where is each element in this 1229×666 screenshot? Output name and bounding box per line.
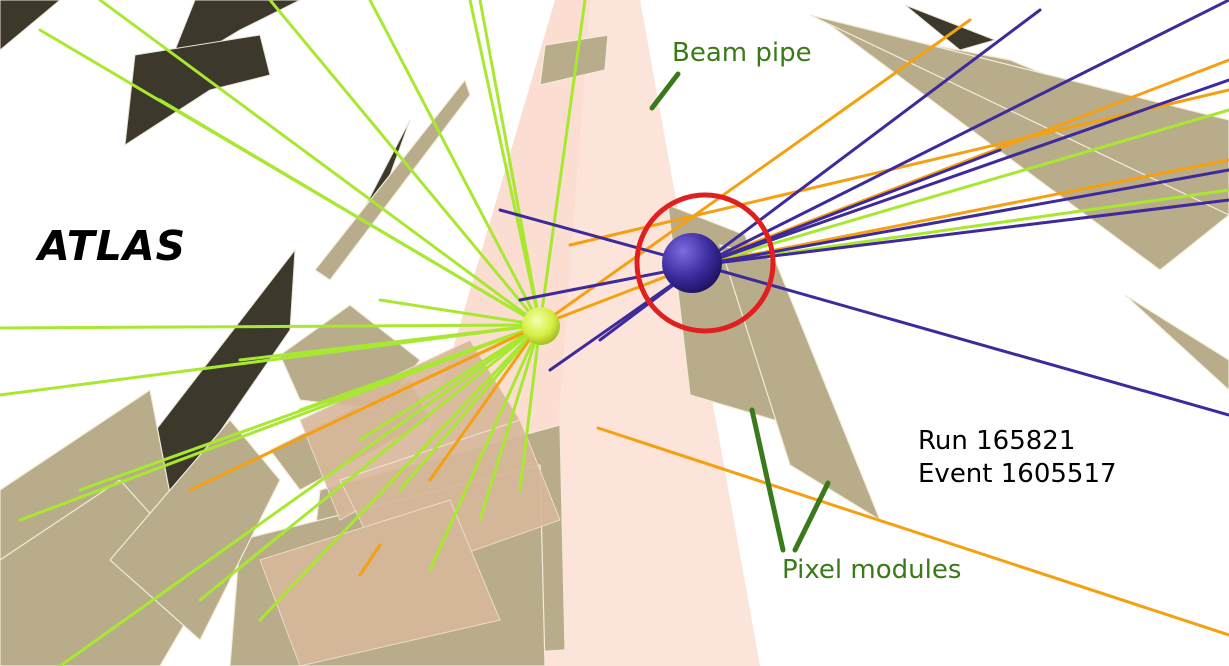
beam-pipe-cone-inner (540, 0, 760, 666)
tracks-orange (188, 18, 1229, 637)
pixel-modules-label: Pixel modules (782, 555, 962, 585)
beam-pipe-label: Beam pipe (672, 38, 812, 68)
atlas-logo: ATLAS (38, 222, 187, 270)
run-number: Run 165821 (918, 426, 1076, 456)
highlight-circle (634, 192, 776, 334)
annotation-pointers (649, 71, 831, 553)
secondary-vertex (662, 233, 722, 293)
event-info: Run 165821 Event 1605517 (918, 425, 1117, 491)
primary-vertex (522, 307, 560, 345)
event-number: Event 1605517 (918, 459, 1117, 489)
